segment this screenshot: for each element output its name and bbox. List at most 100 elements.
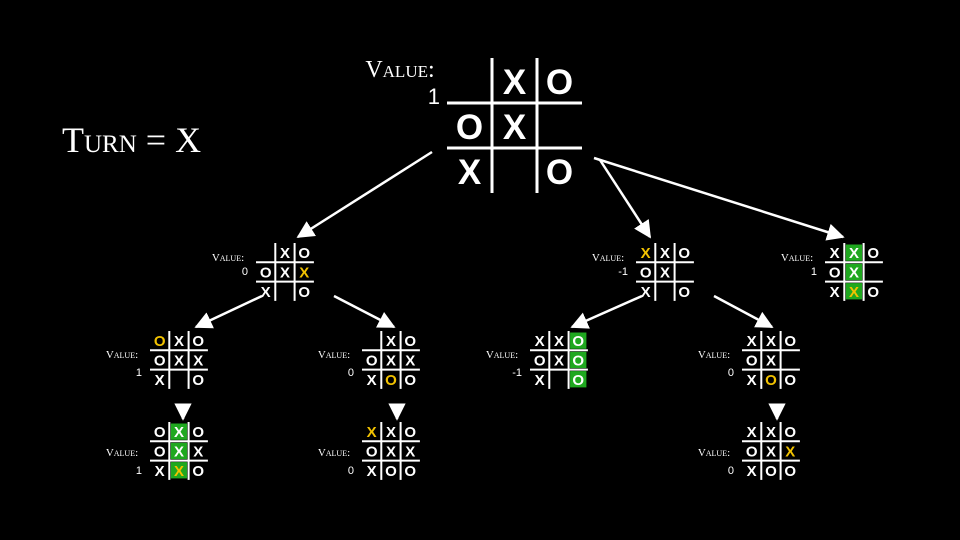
board-cell-mark: X	[747, 333, 757, 350]
board-cell-mark: O	[829, 264, 841, 281]
board-cell-mark: O	[534, 352, 546, 369]
board-cell-mark: X	[367, 424, 377, 441]
edge-n2-n22	[713, 294, 774, 329]
board-cell-mark: O	[784, 333, 796, 350]
value-number: 1	[811, 266, 817, 278]
win-cell	[170, 442, 188, 460]
board-cell-mark: O	[765, 463, 777, 480]
board-cell-mark: O	[154, 443, 166, 460]
win-cell	[570, 371, 587, 388]
board-cell-mark: O	[366, 352, 378, 369]
value-label: Value:	[698, 349, 730, 361]
board-cell-mark: X	[641, 284, 651, 301]
value-label: Value:	[318, 447, 350, 459]
value-number: 1	[136, 465, 142, 477]
board-cell-mark: X	[386, 443, 396, 460]
value-label: Value:	[212, 252, 244, 264]
value-label: Value:	[592, 252, 624, 264]
board-cell-mark: X	[174, 333, 184, 350]
edge-root-n1	[296, 150, 433, 239]
win-cell	[170, 462, 188, 479]
value-number: 0	[728, 367, 734, 379]
board-cell-mark: X	[535, 333, 545, 350]
board-cell-mark: X	[193, 352, 203, 369]
board-cell-mark: X	[535, 372, 545, 389]
value-label: Value:	[106, 349, 138, 361]
board-cell-mark: O	[867, 284, 879, 301]
board-cell-mark: O	[572, 352, 584, 369]
value-label: Value:	[781, 252, 813, 264]
board-cell-mark: X	[660, 264, 670, 281]
board-cell-mark: O	[640, 264, 652, 281]
board-cell-mark: X	[554, 333, 564, 350]
edge-root-n2	[598, 159, 652, 239]
board-cell-mark: O	[404, 372, 416, 389]
board-cell-mark: O	[546, 153, 573, 192]
board-cell-mark: X	[405, 352, 415, 369]
board-cell-mark: O	[784, 424, 796, 441]
board-cell-mark: X	[367, 372, 377, 389]
board-cell-mark: O	[154, 352, 166, 369]
win-cell	[570, 351, 587, 369]
value-number: 0	[348, 465, 354, 477]
board-cell-mark: O	[192, 424, 204, 441]
board-cell-mark: O	[192, 463, 204, 480]
board-cell-mark: O	[784, 463, 796, 480]
win-cell	[170, 423, 188, 440]
value-label: Value:	[318, 349, 350, 361]
board-cell-mark: X	[766, 443, 776, 460]
board-cell-mark: X	[386, 424, 396, 441]
board-cell-mark: O	[546, 63, 573, 102]
board-cell-mark: X	[174, 352, 184, 369]
value-number: -1	[512, 367, 522, 379]
board-cell-mark: O	[404, 333, 416, 350]
board-cell-mark: O	[154, 424, 166, 441]
board-cell-mark: O	[154, 333, 166, 350]
edge-root-n3	[593, 156, 845, 241]
board-cell-mark: X	[299, 264, 309, 281]
board-cell-mark: O	[784, 372, 796, 389]
board-cell-mark: X	[766, 424, 776, 441]
edges-layer	[174, 150, 845, 421]
board-cell-mark: O	[765, 372, 777, 389]
board-cell-mark: X	[155, 372, 165, 389]
board-cell-mark: O	[572, 372, 584, 389]
edge-n2-n21	[570, 294, 643, 329]
turn-label: Turn = X	[62, 120, 201, 160]
board-cell-mark: X	[174, 424, 184, 441]
board-cell-mark: X	[849, 245, 859, 262]
board-cell-mark: X	[261, 284, 271, 301]
board-cell-mark: O	[298, 284, 310, 301]
board-cell-mark: O	[746, 352, 758, 369]
board-cell-mark: X	[503, 108, 527, 147]
board-cell-mark: O	[192, 333, 204, 350]
value-number: 1	[136, 367, 142, 379]
board-cell-mark: X	[785, 443, 795, 460]
board-cell-mark: X	[766, 333, 776, 350]
board-cell-mark: X	[193, 443, 203, 460]
board-cell-mark: X	[660, 245, 670, 262]
board-cell-mark: O	[404, 463, 416, 480]
board-cell-mark: X	[849, 284, 859, 301]
board-cell-mark: O	[260, 264, 272, 281]
board-cell-mark: X	[174, 463, 184, 480]
value-number: 0	[242, 266, 248, 278]
board-cell-mark: O	[867, 245, 879, 262]
board-cell-mark: X	[503, 63, 527, 102]
board-cell-mark: X	[766, 352, 776, 369]
edge-n1-n11	[194, 294, 263, 329]
value-number: 0	[728, 465, 734, 477]
board-cell-mark: O	[192, 372, 204, 389]
board-cell-mark: X	[367, 463, 377, 480]
board-cell-mark: X	[849, 264, 859, 281]
